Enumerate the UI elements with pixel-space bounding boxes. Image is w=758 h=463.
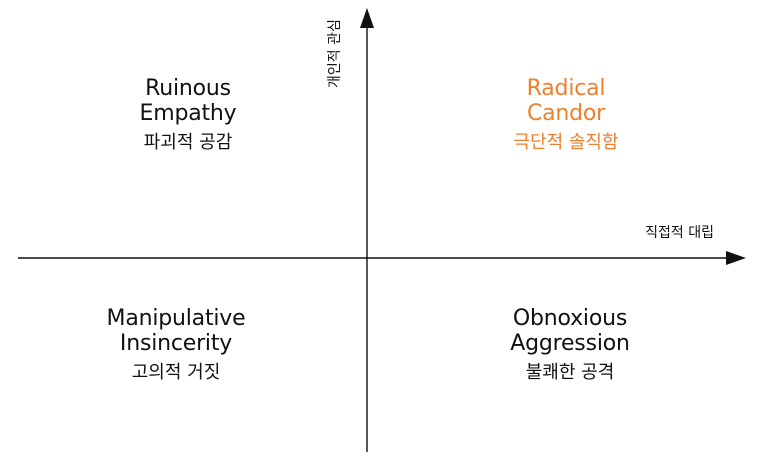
quadrant-manipulative-insincerity: Manipulative Insincerity 고의적 거짓: [46, 306, 306, 383]
quadrant-korean-label: 고의적 거짓: [131, 361, 221, 383]
quadrant-korean-label: 극단적 솔직함: [513, 131, 619, 153]
quadrant-ruinous-empathy: Ruinous Empathy 파괴적 공감: [58, 76, 318, 153]
quadrant-title-line2: Empathy: [139, 101, 237, 127]
quadrant-korean-label: 불쾌한 공격: [525, 361, 615, 383]
quadrant-title-line1: Ruinous: [145, 76, 231, 101]
y-axis-arrowhead: [360, 8, 374, 28]
quadrant-title-line1: Obnoxious: [512, 306, 628, 331]
quadrant-radical-candor: Radical Candor 극단적 솔직함: [436, 76, 696, 153]
quadrant-title-line2: Insincerity: [119, 331, 233, 357]
x-axis-label: 직접적 대립: [645, 225, 714, 241]
quadrant-title-line1: Manipulative: [106, 306, 246, 331]
quadrant-title-line1: Radical: [526, 76, 606, 101]
quadrant-obnoxious-aggression: Obnoxious Aggression 불쾌한 공격: [440, 306, 700, 383]
quadrant-title-line2: Candor: [526, 101, 606, 127]
quadrant-korean-label: 파괴적 공감: [143, 131, 233, 153]
x-axis-arrowhead: [726, 251, 746, 265]
quadrant-title-line2: Aggression: [510, 331, 630, 357]
y-axis-label: 개인적 관심: [327, 19, 343, 88]
